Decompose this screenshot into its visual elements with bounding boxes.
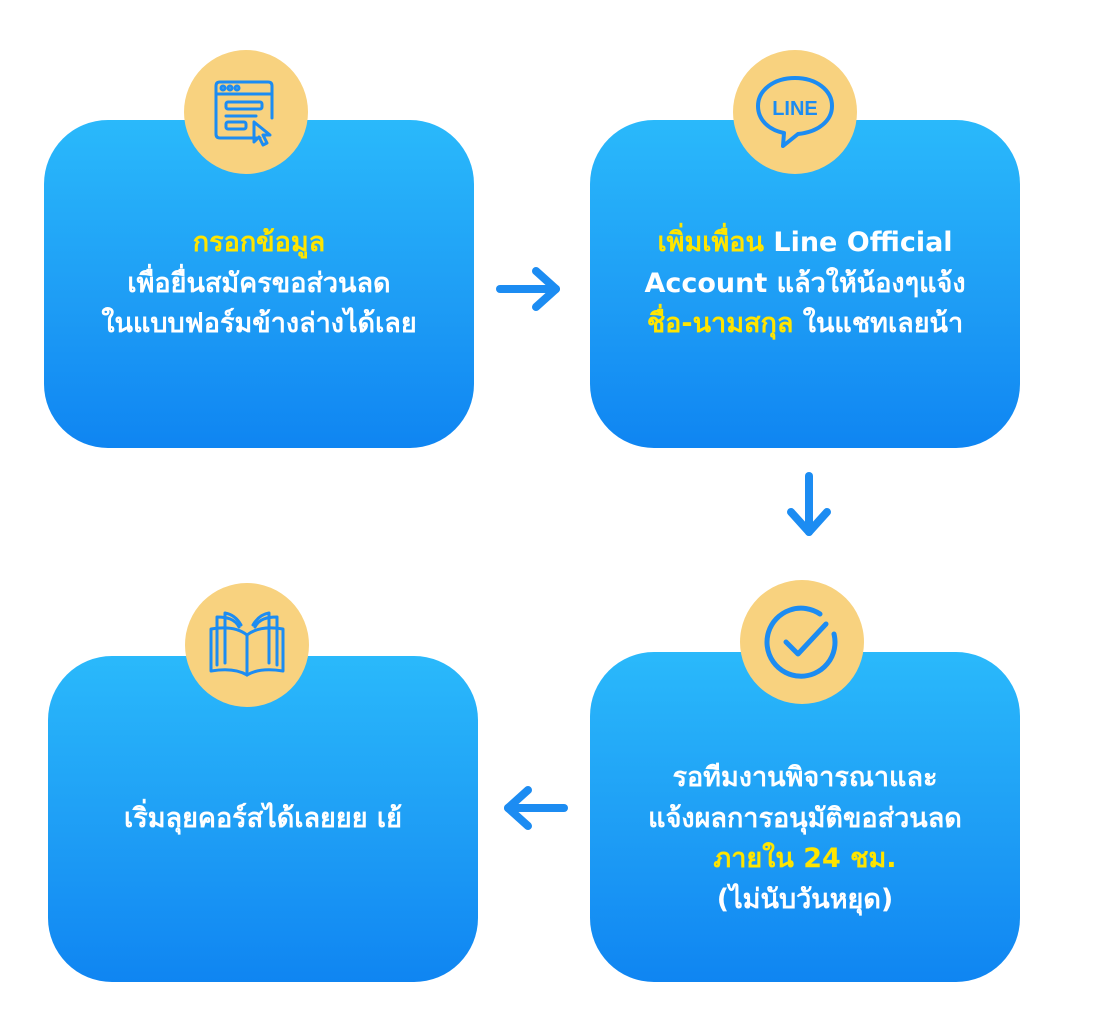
step-3-line-2: แจ้งผลการอนุมัติขอส่วนลด	[648, 802, 962, 834]
step-4-line-1: เริ่มลุยคอร์สได้เลยยย เย้	[124, 802, 402, 834]
step-2-line-2: Account แล้วให้น้องๆแจ้ง	[644, 267, 966, 299]
step-1-card: กรอกข้อมูล เพื่อยื่นสมัครขอส่วนลด ในแบบฟ…	[44, 120, 474, 448]
step-3-highlight: ภายใน 24 ชม.	[713, 843, 897, 874]
line-chat-icon: LINE	[756, 76, 834, 148]
step-2-line-1: เพิ่มเพื่อน Line Official	[644, 223, 965, 264]
step-1-line-1: เพื่อยื่นสมัครขอส่วนลด	[127, 267, 391, 299]
arrow-right	[496, 267, 560, 311]
arrow-left	[504, 786, 568, 830]
step-2-card: เพิ่มเพื่อน Line Official Account แล้วให…	[590, 120, 1020, 448]
step-1-line-2: ในแบบฟอร์มข้างล่างได้เลย	[101, 308, 417, 340]
step-3-text: รอทีมงานพิจารณาและ แจ้งผลการอนุมัติขอส่ว…	[648, 714, 962, 920]
arrow-down	[787, 472, 831, 536]
step-2-line-3: ชื่อ-นามสกุล ในแชทเลยน้า	[644, 304, 965, 345]
step-3-badge	[740, 580, 864, 704]
step-1-text: กรอกข้อมูล เพื่อยื่นสมัครขอส่วนลด ในแบบฟ…	[101, 223, 416, 345]
step-2-badge: LINE	[733, 50, 857, 174]
step-2-line-1-rest: Line Official	[763, 227, 953, 259]
check-circle-icon	[764, 605, 838, 679]
step-4-badge	[185, 583, 309, 707]
step-2-highlight: เพิ่มเพื่อน	[657, 227, 764, 259]
step-1-highlight: กรอกข้อมูล	[192, 227, 326, 259]
step-3-card: รอทีมงานพิจารณาและ แจ้งผลการอนุมัติขอส่ว…	[590, 652, 1020, 982]
step-3-line-1: รอทีมงานพิจารณาและ	[672, 762, 938, 793]
step-3-line-4: (ไม่นับวันหยุด)	[716, 883, 894, 915]
form-icon	[214, 80, 274, 147]
step-2-text: เพิ่มเพื่อน Line Official Account แล้วให…	[644, 223, 965, 345]
step-4-text: เริ่มลุยคอร์สได้เลยยย เย้	[124, 799, 402, 840]
step-2-line-3-rest: ในแชทเลยน้า	[793, 308, 964, 340]
step-1-badge	[184, 50, 308, 174]
open-book-icon	[209, 611, 285, 677]
step-4-card: เริ่มลุยคอร์สได้เลยยย เย้	[48, 656, 478, 982]
step-2-highlight-2: ชื่อ-นามสกุล	[646, 308, 794, 340]
line-logo-text: LINE	[772, 98, 818, 120]
